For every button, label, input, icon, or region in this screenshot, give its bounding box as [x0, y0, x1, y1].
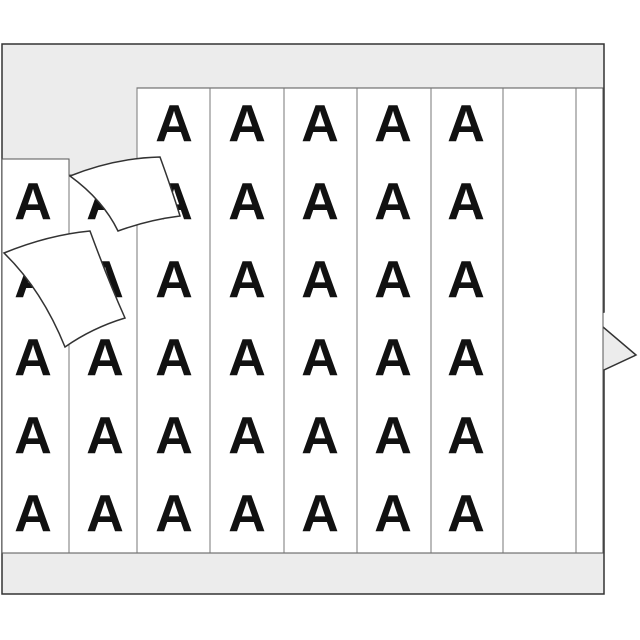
label-letter-r3-c5: A [301, 251, 339, 309]
label-letter-r3-c7: A [447, 251, 485, 309]
label-letter-r6-c1: A [14, 485, 52, 543]
peeled-label-2 [2, 230, 127, 349]
label-letter-r5-c4: A [228, 407, 266, 465]
label-letter-r6-c6: A [374, 485, 412, 543]
label-letter-r4-c4: A [228, 329, 266, 387]
label-letter-r3-c6: A [374, 251, 412, 309]
label-letter-r4-c5: A [301, 329, 339, 387]
label-letter-r4-c6: A [374, 329, 412, 387]
label-letter-r5-c6: A [374, 407, 412, 465]
label-letter-r4-c3: A [155, 329, 193, 387]
label-letter-r1-c3: A [155, 95, 193, 153]
label-letter-r5-c3: A [155, 407, 193, 465]
letter-grid: AAAAAAAAAAAAAAAAAAAAAAAAAAAAAAAAAAAAAAAA [14, 95, 485, 543]
label-letter-r1-c7: A [447, 95, 485, 153]
label-letter-r3-c3: A [155, 251, 193, 309]
label-letter-r6-c4: A [228, 485, 266, 543]
label-letter-r4-c2: A [86, 329, 124, 387]
peeled-label-1 [68, 156, 181, 232]
label-letter-r3-c4: A [228, 251, 266, 309]
label-letter-r1-c4: A [228, 95, 266, 153]
label-letter-r2-c1: A [14, 173, 52, 231]
label-letter-r2-c6: A [374, 173, 412, 231]
label-letter-r1-c5: A [301, 95, 339, 153]
label-letter-r4-c1: A [14, 329, 52, 387]
label-letter-r1-c6: A [374, 95, 412, 153]
label-letter-r2-c5: A [301, 173, 339, 231]
label-letter-r4-c7: A [447, 329, 485, 387]
label-letter-r5-c5: A [301, 407, 339, 465]
label-letter-r5-c7: A [447, 407, 485, 465]
label-letter-r2-c7: A [447, 173, 485, 231]
label-letter-r6-c7: A [447, 485, 485, 543]
label-letter-r6-c2: A [86, 485, 124, 543]
label-letter-r6-c3: A [155, 485, 193, 543]
label-letter-r5-c1: A [14, 407, 52, 465]
label-letter-r2-c4: A [228, 173, 266, 231]
label-letter-r6-c5: A [301, 485, 339, 543]
label-letter-r5-c2: A [86, 407, 124, 465]
